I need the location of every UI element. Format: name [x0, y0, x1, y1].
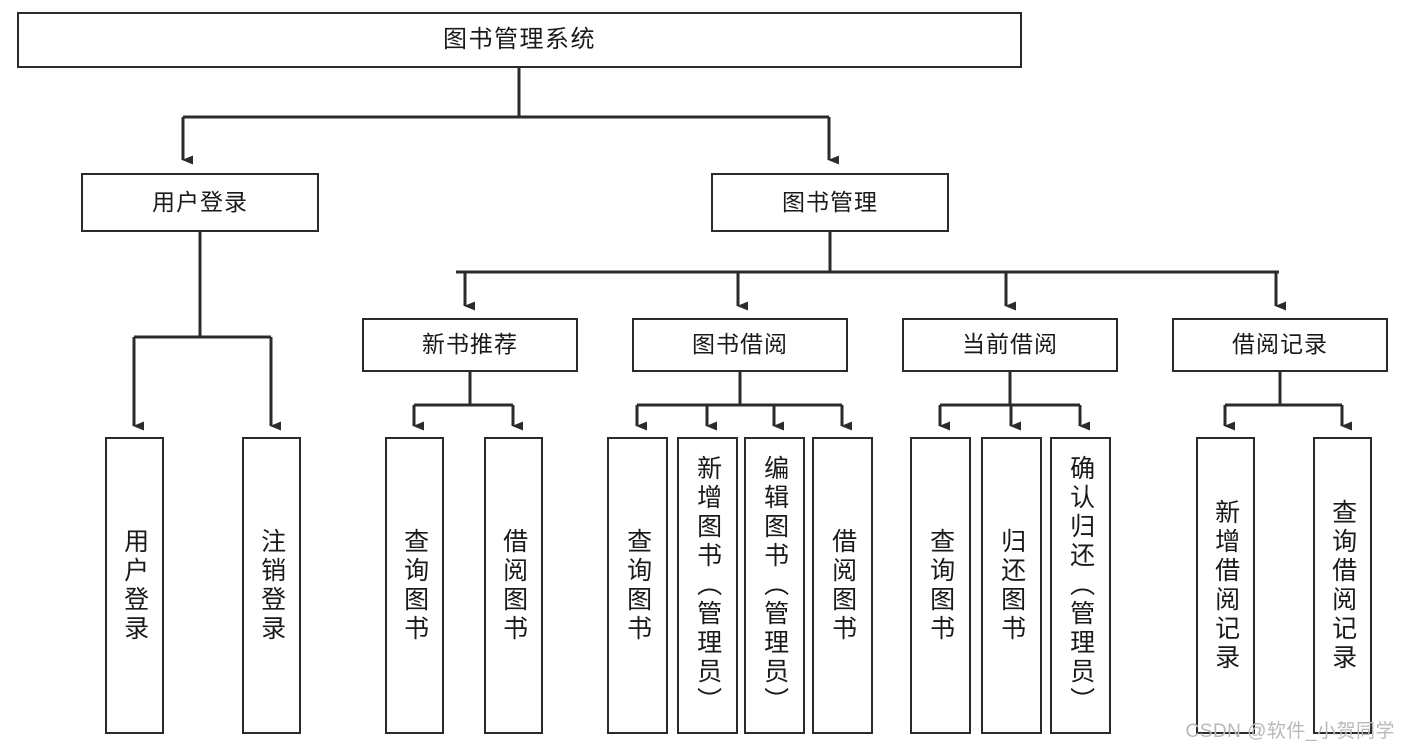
- node-book-borrow[interactable]: 图书借阅: [632, 318, 848, 372]
- node-book-management[interactable]: 图书管理: [711, 173, 949, 232]
- node-leaf-add-book-admin[interactable]: 新增图书（管理员）: [677, 437, 738, 734]
- node-label: 用户登录: [120, 527, 149, 644]
- node-leaf-borrow-book[interactable]: 借阅图书: [812, 437, 873, 734]
- node-label: 图书管理系统: [443, 25, 596, 53]
- node-new-book-recommend[interactable]: 新书推荐: [362, 318, 578, 372]
- node-user-login[interactable]: 用户登录: [81, 173, 319, 232]
- node-label: 新增借阅记录: [1211, 498, 1240, 673]
- node-current-borrow[interactable]: 当前借阅: [902, 318, 1118, 372]
- node-leaf-return-book[interactable]: 归还图书: [981, 437, 1042, 734]
- node-label: 注销登录: [257, 527, 286, 644]
- node-label: 确认归还（管理员）: [1066, 455, 1095, 716]
- node-borrow-record[interactable]: 借阅记录: [1172, 318, 1388, 372]
- node-label: 归还图书: [997, 527, 1026, 644]
- node-label: 查询借阅记录: [1328, 498, 1357, 673]
- node-leaf-query-book-current[interactable]: 查询图书: [910, 437, 971, 734]
- node-label: 当前借阅: [962, 331, 1058, 358]
- node-label: 用户登录: [152, 188, 248, 215]
- node-leaf-add-borrow-record[interactable]: 新增借阅记录: [1196, 437, 1255, 734]
- node-label: 新书推荐: [422, 331, 518, 358]
- node-leaf-query-book-borrow[interactable]: 查询图书: [607, 437, 668, 734]
- node-label: 查询图书: [926, 527, 955, 644]
- node-label: 借阅记录: [1232, 331, 1328, 358]
- node-leaf-logout-login[interactable]: 注销登录: [242, 437, 301, 734]
- node-leaf-confirm-return-admin[interactable]: 确认归还（管理员）: [1050, 437, 1111, 734]
- node-label: 借阅图书: [499, 527, 528, 644]
- node-label: 借阅图书: [828, 527, 857, 644]
- node-leaf-user-login[interactable]: 用户登录: [105, 437, 164, 734]
- node-leaf-edit-book-admin[interactable]: 编辑图书（管理员）: [744, 437, 805, 734]
- node-label: 查询图书: [400, 527, 429, 644]
- node-label: 图书管理: [782, 188, 878, 215]
- node-leaf-query-book-recommend[interactable]: 查询图书: [385, 437, 444, 734]
- node-label: 编辑图书（管理员）: [760, 455, 789, 716]
- node-label: 查询图书: [623, 527, 652, 644]
- node-leaf-query-borrow-record[interactable]: 查询借阅记录: [1313, 437, 1372, 734]
- node-label: 新增图书（管理员）: [693, 455, 722, 716]
- node-label: 图书借阅: [692, 331, 788, 358]
- node-leaf-borrow-book-recommend[interactable]: 借阅图书: [484, 437, 543, 734]
- watermark-text: CSDN @软件_小贺同学: [1185, 721, 1395, 742]
- node-root-book-management-system[interactable]: 图书管理系统: [17, 12, 1022, 68]
